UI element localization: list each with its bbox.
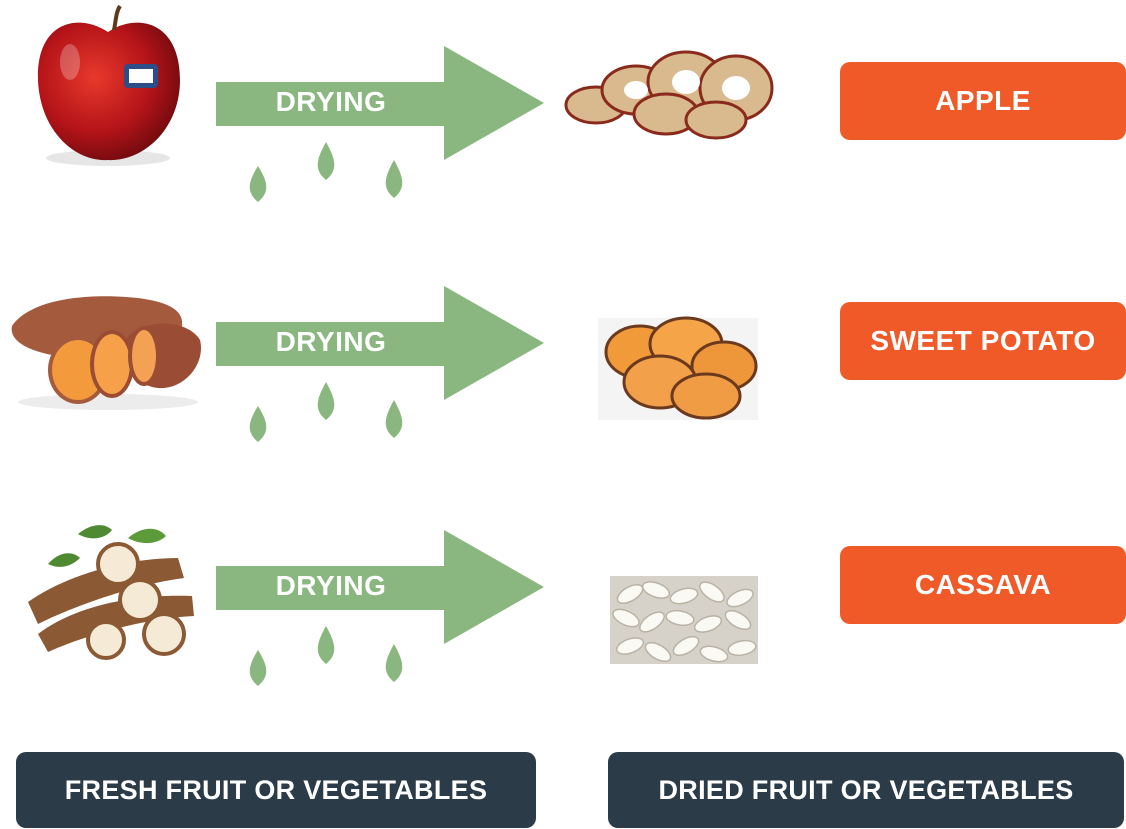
drying-label: DRYING [216, 326, 446, 358]
drying-row-sweet-potato: DRYING SWEET POTATO [0, 240, 1126, 440]
fresh-cassava-image [8, 484, 208, 664]
water-drops-icon [236, 134, 420, 208]
food-name-badge: APPLE [840, 62, 1126, 140]
food-name-badge: CASSAVA [840, 546, 1126, 624]
fresh-apple-image [8, 0, 208, 180]
food-name-badge: SWEET POTATO [840, 302, 1126, 380]
drying-row-cassava: DRYING CASSAVA [0, 484, 1126, 684]
dried-label-box: DRIED FRUIT OR VEGETABLES [608, 752, 1124, 828]
fresh-label-box: FRESH FRUIT OR VEGETABLES [16, 752, 536, 828]
fresh-sweet-potato-image [8, 240, 208, 420]
dried-cassava-chips-image [556, 514, 796, 664]
water-drops-icon [236, 618, 420, 692]
drying-label: DRYING [216, 570, 446, 602]
water-drops-icon [236, 374, 420, 448]
drying-label: DRYING [216, 86, 446, 118]
drying-row-apple: DRYING APPLE [0, 0, 1126, 200]
dried-sweet-potato-slices-image [556, 270, 796, 420]
dried-apple-rings-image [556, 30, 796, 180]
